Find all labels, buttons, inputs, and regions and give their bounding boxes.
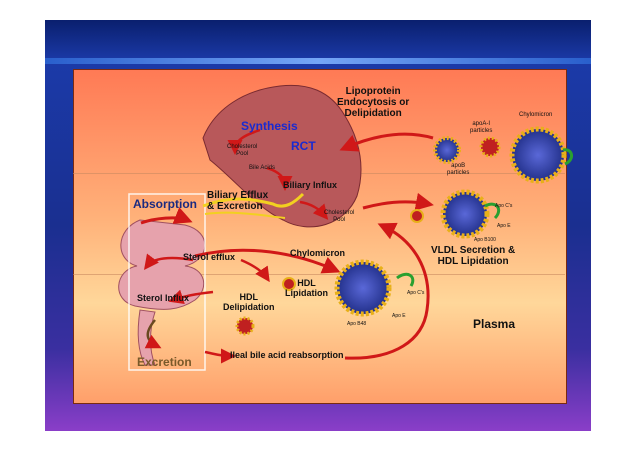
synthesis-label: Synthesis bbox=[241, 119, 298, 133]
rct-label: RCT bbox=[291, 139, 316, 153]
biliary-influx-arrow bbox=[299, 200, 329, 220]
plasma-label: Plasma bbox=[473, 317, 516, 331]
excretion-arrow bbox=[144, 319, 162, 349]
absorption-label: Absorption bbox=[133, 197, 197, 211]
plasma-return-arrow bbox=[344, 222, 430, 360]
vldl-particle bbox=[440, 189, 490, 239]
intestine-shape bbox=[118, 219, 206, 310]
apo-b100-label: Apo B100 bbox=[474, 237, 496, 243]
apob-label: apoB particles bbox=[447, 163, 470, 176]
ileal-label: Ileal bile acid reabsorption bbox=[230, 350, 344, 360]
synthesis-arrow bbox=[227, 128, 261, 155]
bile-acid-arrow bbox=[266, 166, 293, 191]
lipoprotein-label: Lipoprotein Endocytosis or Delipidation bbox=[337, 86, 410, 119]
sterol-efflux-arrow bbox=[143, 253, 194, 270]
absorption-box bbox=[128, 193, 206, 371]
cholesterol-pool-liver-label: Cholesterol Pool bbox=[324, 210, 355, 223]
apo-b48-label: Apo B48 bbox=[347, 321, 367, 327]
biliary-influx-label: Biliary Influx bbox=[283, 180, 338, 190]
pathway-diagram bbox=[118, 84, 573, 371]
excretion-label: Excretion bbox=[137, 355, 192, 369]
hdl-delipidation-particle bbox=[235, 316, 255, 336]
apo-e-label: Apo E bbox=[497, 223, 511, 229]
apo-cs-label: Apo C's bbox=[407, 290, 425, 296]
ileal-arrow bbox=[204, 348, 236, 364]
apob-particle bbox=[433, 136, 461, 164]
intestine-loop-arrow bbox=[140, 207, 193, 225]
liver-shape bbox=[202, 84, 362, 228]
chylomicron-top-label: Chylomicron bbox=[519, 112, 553, 118]
cholesterol-pool-top-label: Cholesterol Pool bbox=[227, 144, 258, 157]
divider-line bbox=[73, 274, 565, 275]
sterol-influx-label: Sterol Influx bbox=[137, 293, 190, 303]
chylomicron-arrow bbox=[194, 248, 341, 274]
apo-e-label: Apo E bbox=[392, 313, 406, 319]
apoa1-label: apoA-I particles bbox=[470, 121, 493, 134]
hdl-small-particle bbox=[410, 209, 424, 223]
hdl-delipidation-label: HDL Delipidation bbox=[223, 292, 275, 312]
chylomicron-mid-label: Chylomicron bbox=[290, 248, 346, 258]
bile-acids-label: Bile Acids bbox=[249, 165, 276, 171]
vldl-label: VLDL Secretion & HDL Lipidation bbox=[431, 245, 516, 267]
biliary-efflux-label: Biliary Efflux & Excretion bbox=[207, 190, 269, 212]
chylomicron-particle bbox=[509, 126, 567, 184]
chylomicron-mid-particle bbox=[334, 259, 392, 317]
hdl-lipidation-arrow bbox=[240, 258, 270, 283]
title-stripe bbox=[45, 58, 591, 64]
hdl-lipidation-particle bbox=[282, 277, 296, 291]
sterol-efflux-label: Sterol efflux bbox=[183, 252, 236, 262]
rct-arrow bbox=[339, 132, 434, 152]
slide-background: Lipoprotein Endocytosis or Delipidation … bbox=[45, 20, 591, 431]
sterol-influx-arrow bbox=[168, 289, 214, 304]
hdl-lipidation-label: HDL Lipidation bbox=[285, 278, 328, 298]
apo-cs-label: Apo C's bbox=[495, 203, 513, 209]
vldl-arrow bbox=[362, 192, 434, 211]
apoa1-particle bbox=[479, 136, 501, 158]
